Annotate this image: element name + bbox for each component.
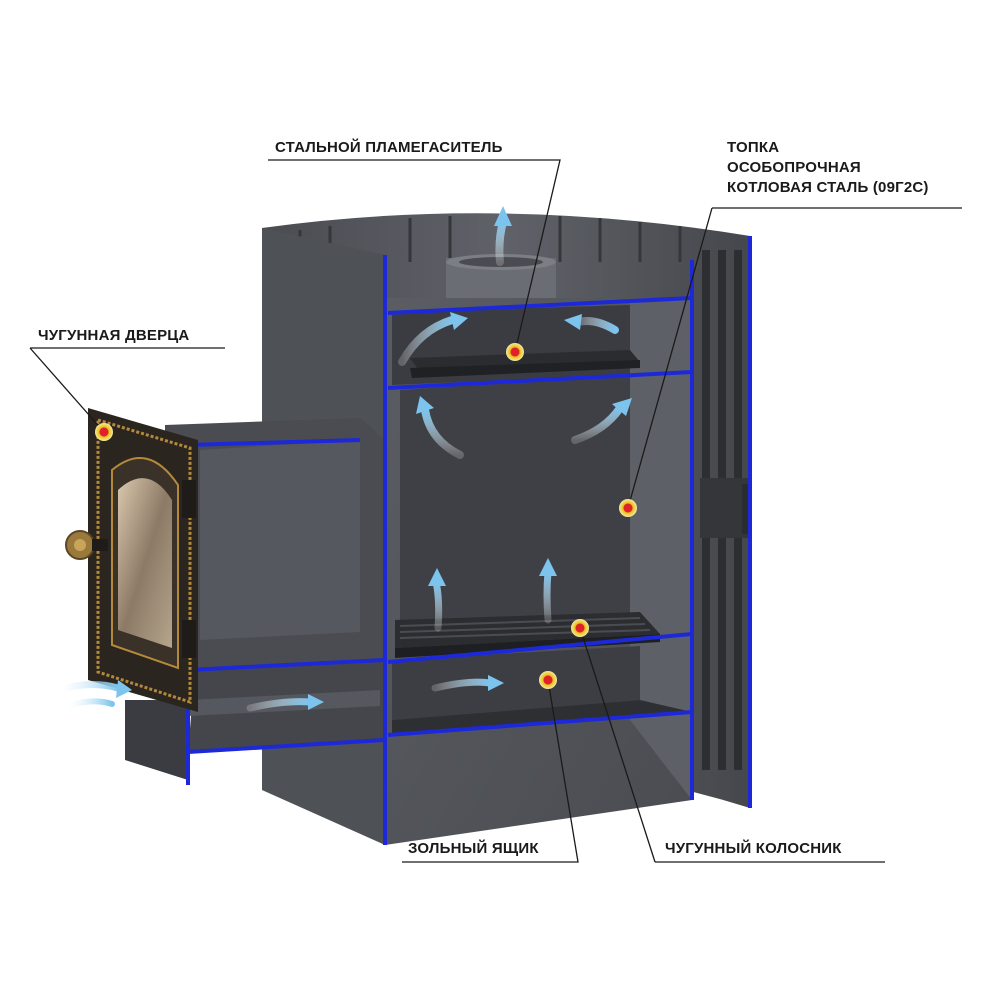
label-firebox-line2: ОСОБОПРОЧНАЯ bbox=[727, 159, 861, 176]
firebox-body bbox=[385, 254, 692, 845]
fuel-tunnel bbox=[125, 418, 385, 780]
marker-grate bbox=[571, 619, 589, 637]
leader-lines bbox=[29, 159, 962, 863]
cast-iron-door-graphic bbox=[65, 408, 198, 712]
marker-door bbox=[95, 423, 113, 441]
air-flow-arrows bbox=[56, 206, 632, 712]
label-firebox: ТОПКА ОСОБОПРОЧНАЯ КОТЛОВАЯ СТАЛЬ (09Г2С… bbox=[727, 138, 929, 198]
marker-ash-box bbox=[539, 671, 557, 689]
marker-firebox bbox=[619, 499, 637, 517]
marker-flame-arrester bbox=[506, 343, 524, 361]
label-flame-arrester: СТАЛЬНОЙ ПЛАМЕГАСИТЕЛЬ bbox=[275, 139, 503, 156]
label-cast-iron-door: ЧУГУННАЯ ДВЕРЦА bbox=[38, 327, 190, 344]
cut-edge-lines bbox=[186, 236, 752, 845]
label-firebox-line3: КОТЛОВАЯ СТАЛЬ (09Г2С) bbox=[727, 179, 929, 196]
callout-markers bbox=[95, 343, 637, 689]
label-cast-iron-grate: ЧУГУННЫЙ КОЛОСНИК bbox=[665, 840, 842, 857]
label-firebox-line1: ТОПКА bbox=[727, 139, 780, 156]
label-ash-box: ЗОЛЬНЫЙ ЯЩИК bbox=[408, 840, 539, 857]
